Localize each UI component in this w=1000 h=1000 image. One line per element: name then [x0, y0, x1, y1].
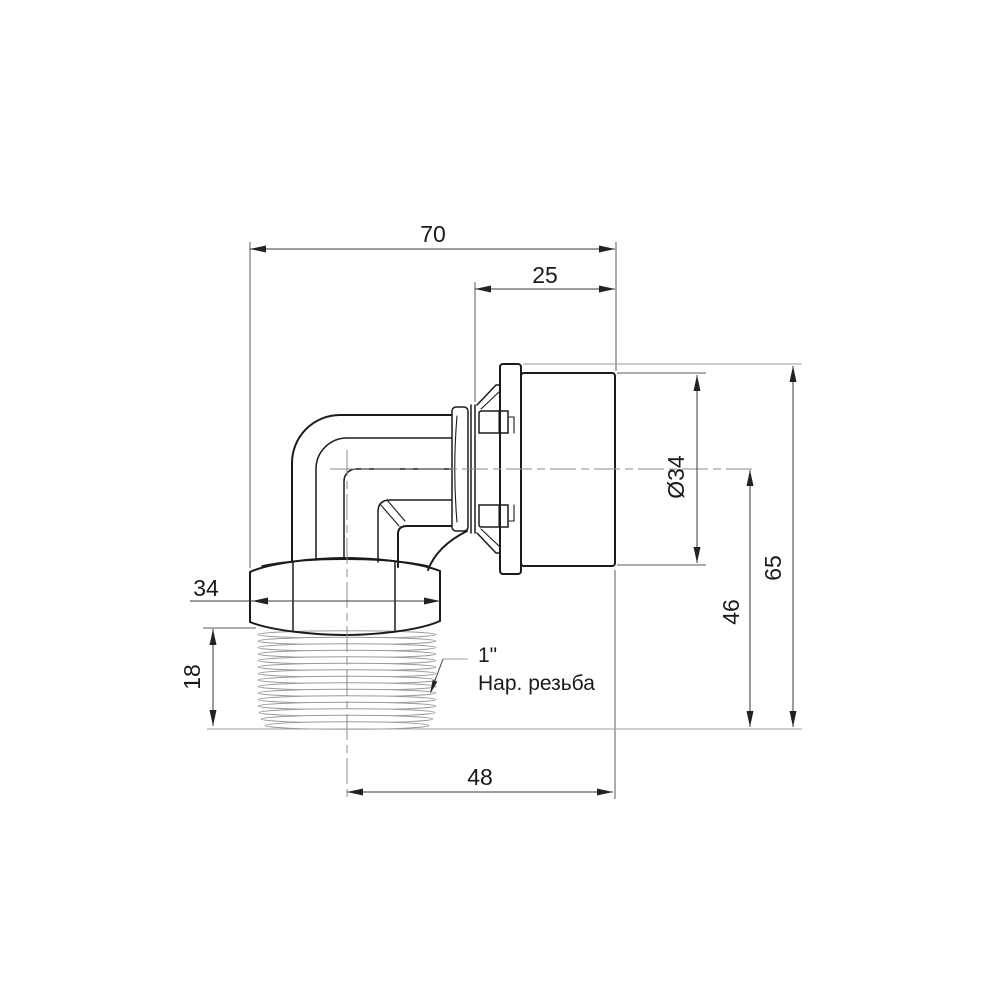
- arrowhead: [252, 597, 268, 605]
- arrowhead: [424, 597, 440, 605]
- dim-34-hex: 34: [190, 575, 440, 605]
- dim-text-25: 25: [532, 262, 558, 288]
- elbow-body: [291, 414, 468, 571]
- arrowhead: [599, 245, 615, 253]
- corner-facet-line: [379, 503, 400, 527]
- dim-text-d34: Ø34: [663, 455, 689, 499]
- cone-top-edge: [476, 384, 501, 406]
- hex-nut: [249, 557, 441, 636]
- dim-text-46: 46: [718, 599, 744, 625]
- arrowhead: [789, 366, 797, 382]
- elbow-second-contour: [315, 437, 453, 561]
- dim-25: 25: [475, 262, 615, 293]
- arrowhead: [693, 375, 701, 391]
- dim-text-70: 70: [420, 221, 446, 247]
- arrowhead: [475, 285, 491, 293]
- corner-facet-line: [386, 499, 406, 522]
- leader-arrowhead: [430, 680, 438, 694]
- thread-type-label: Нар. резьба: [478, 672, 595, 695]
- hex-top-edge: [249, 557, 441, 573]
- clip-hook-top: [507, 416, 515, 434]
- arrowhead: [599, 285, 615, 293]
- dim-65: 65: [760, 366, 797, 727]
- thread-size-label: 1": [478, 644, 497, 667]
- dim-18: 18: [179, 629, 217, 726]
- arrowhead: [597, 788, 613, 796]
- cone-bottom-inner: [480, 528, 500, 547]
- arrowhead: [209, 710, 217, 726]
- elbow-collar-fillet: [427, 530, 468, 571]
- dimension-annotations: 70 25 34 18 48: [179, 221, 797, 796]
- elbow-lower-step: [397, 525, 453, 568]
- dim-48: 48: [347, 764, 613, 796]
- dim-text-65: 65: [760, 555, 786, 581]
- dim-text-34: 34: [193, 575, 219, 601]
- dim-46: 46: [718, 470, 754, 727]
- extension-lines: [203, 242, 802, 799]
- hex-bottom-edge: [249, 620, 441, 636]
- arrowhead: [209, 629, 217, 645]
- cone-bottom-edge: [476, 532, 501, 554]
- cone-top-inner: [480, 391, 500, 410]
- centerlines: [330, 450, 757, 798]
- hex-top-back-edge: [261, 558, 429, 567]
- arrowhead: [746, 470, 754, 486]
- clip-hook-bottom: [507, 504, 515, 522]
- arrowhead: [746, 711, 754, 727]
- arrowhead: [693, 547, 701, 563]
- dim-70: 70: [250, 221, 615, 253]
- arrowhead: [347, 788, 363, 796]
- elbow-outer-contour: [291, 414, 453, 563]
- dim-text-18: 18: [179, 664, 205, 690]
- arrowhead: [250, 245, 266, 253]
- dim-d34: Ø34: [663, 375, 701, 563]
- dim-text-48: 48: [467, 764, 493, 790]
- arrowhead: [789, 711, 797, 727]
- thread-leader-note: 1" Нар. резьба: [430, 644, 595, 695]
- elbow-inner-step: [377, 499, 453, 563]
